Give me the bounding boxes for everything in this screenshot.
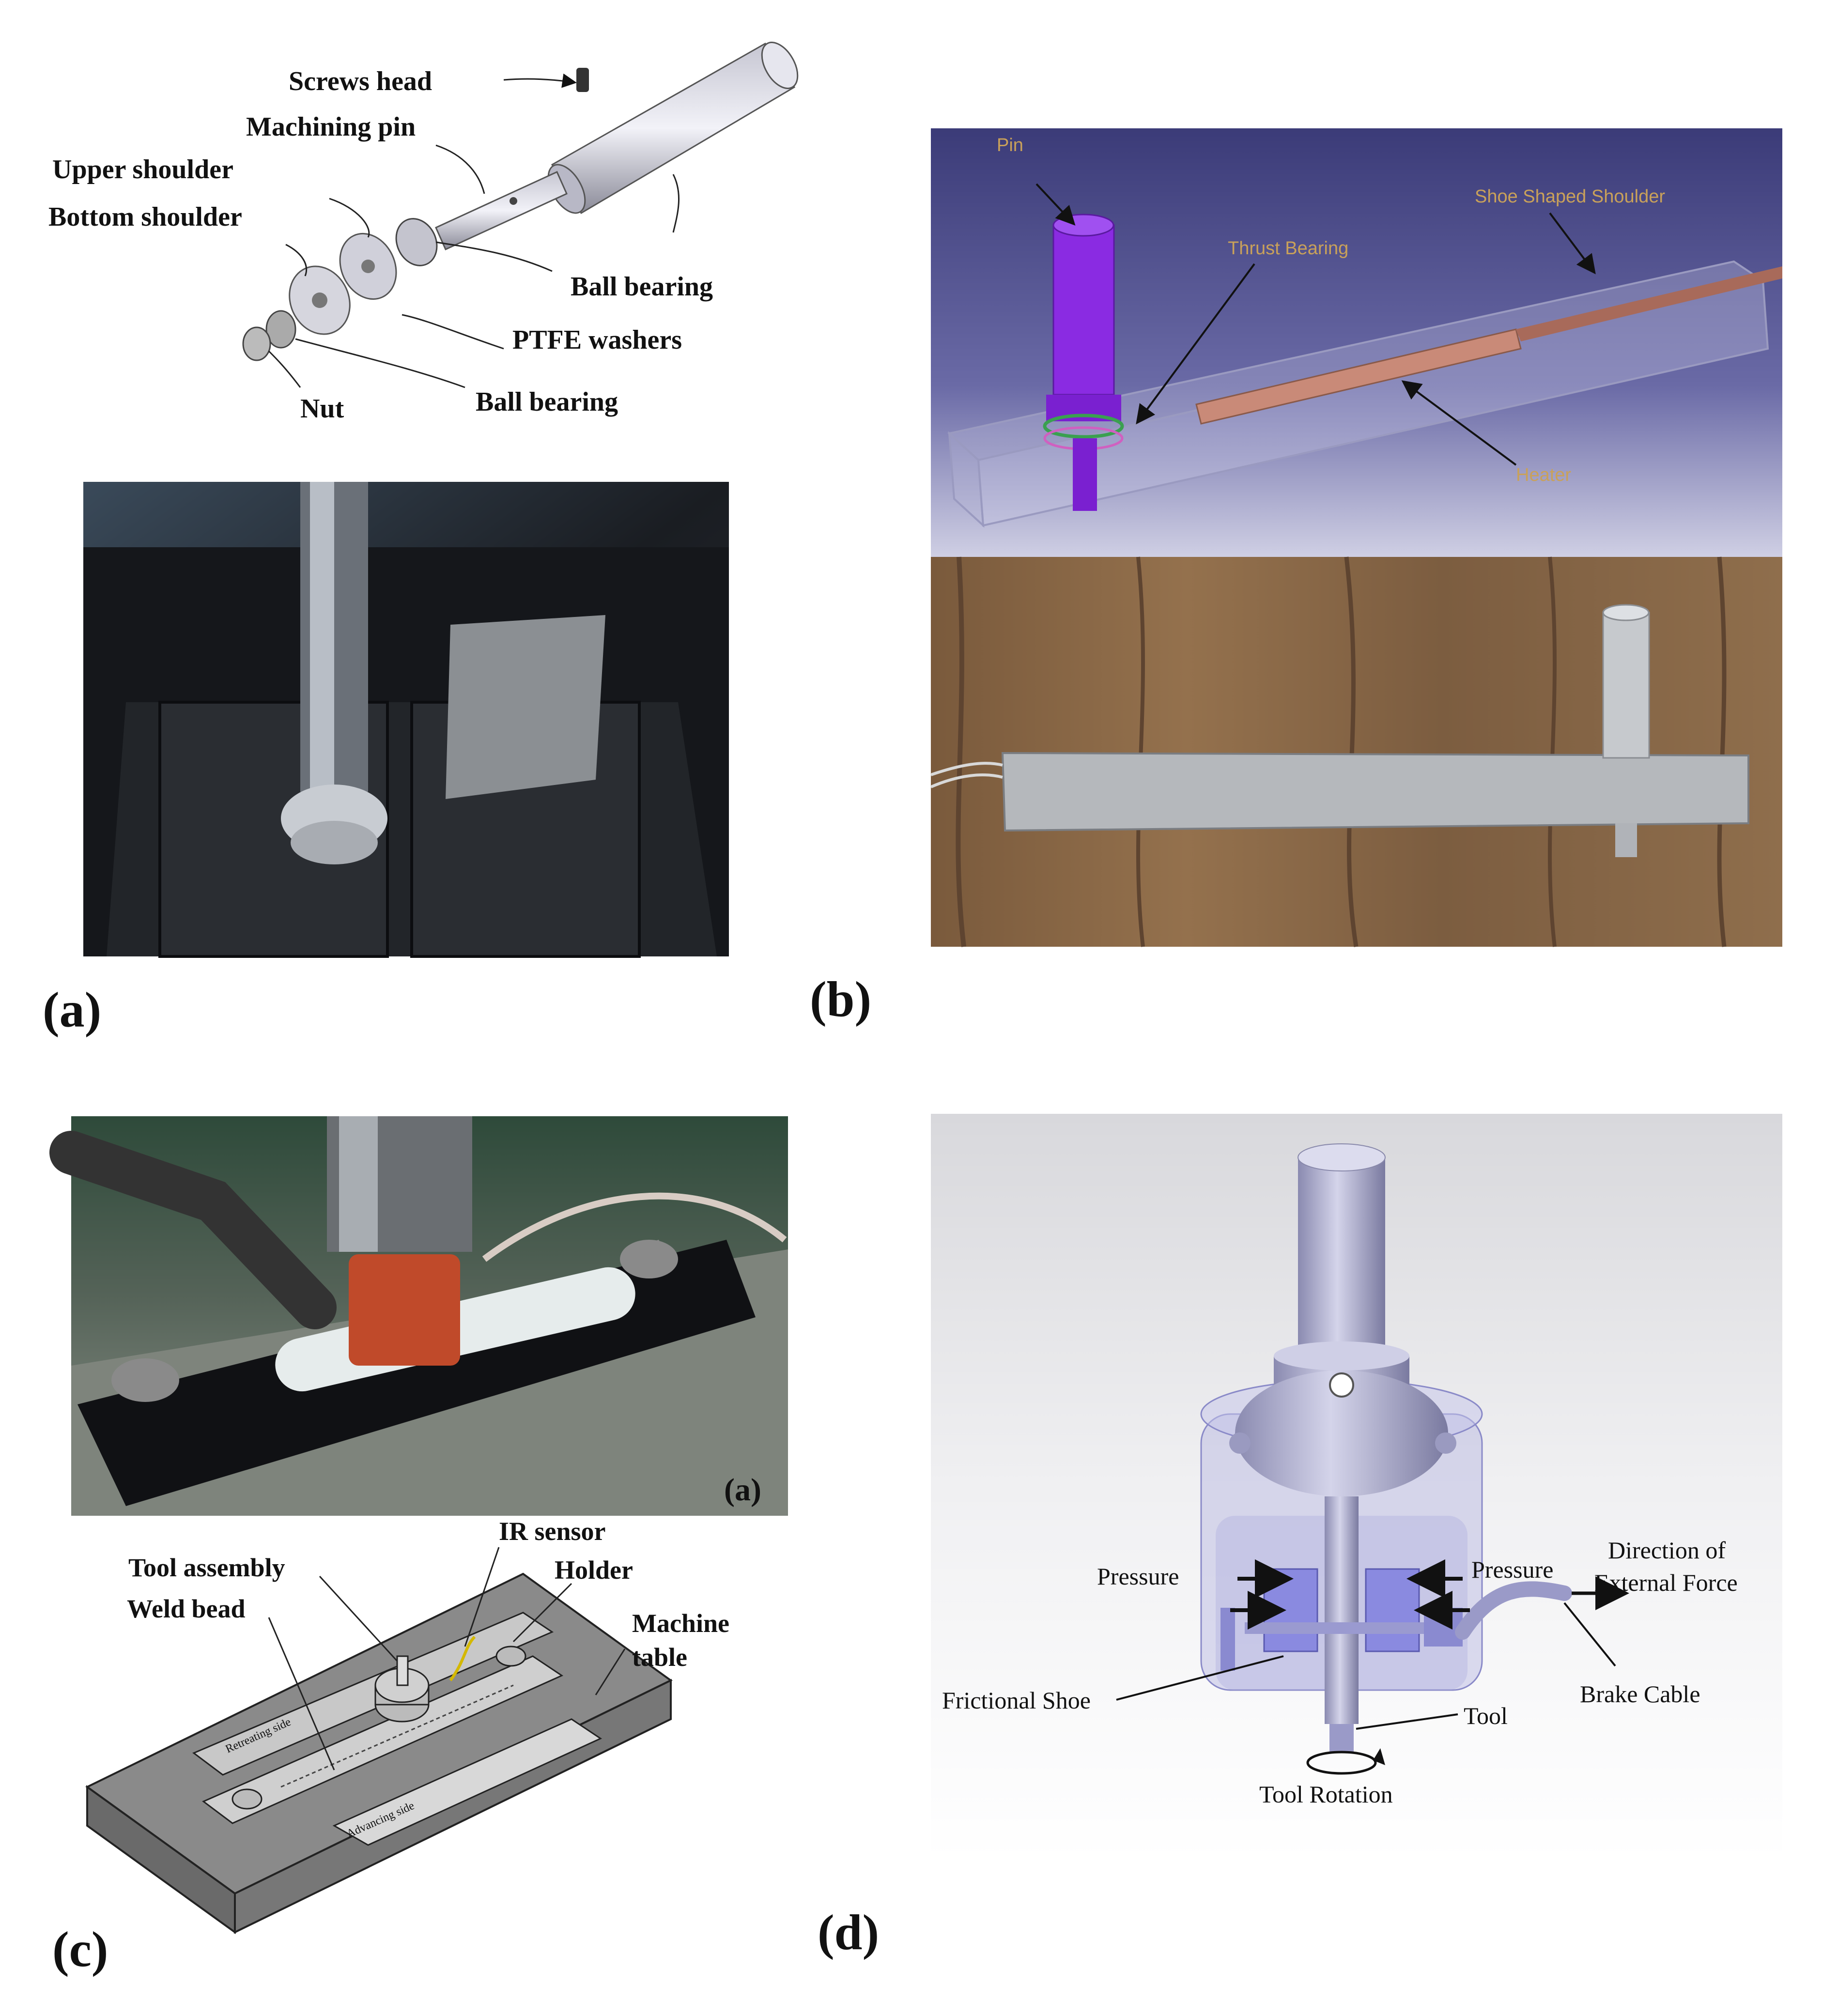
panel-letter-d: (d) [818, 1905, 879, 1960]
shoe-shoulder-photo [930, 556, 1782, 947]
label-thrust-bearing: Thrust Bearing [1228, 238, 1348, 259]
label-table: table [632, 1643, 687, 1672]
cad-shoe-shoulder-image [931, 128, 1782, 557]
exploded-tool-drawing [242, 42, 799, 388]
panel-letter-a: (a) [43, 982, 101, 1038]
label-weld-bead: Weld bead [127, 1594, 246, 1623]
panel-c: (a) IR sensor Tool assembly Holder [49, 1116, 788, 1977]
label-ball-bearing-upper: Ball bearing [571, 272, 713, 302]
label-pin: Pin [997, 135, 1023, 155]
label-direction-of: Direction of [1608, 1537, 1726, 1564]
panel-b: Pin Shoe Shaped Shoulder Thrust Bearing … [810, 128, 1782, 1027]
machine-table-drawing [85, 1547, 673, 1934]
label-screws-head: Screws head [289, 66, 432, 96]
welding-setup-photo [49, 1116, 788, 1516]
label-frictional-shoe: Frictional Shoe [942, 1687, 1091, 1714]
label-heater: Heater [1516, 465, 1571, 485]
label-shoe-shaped-shoulder: Shoe Shaped Shoulder [1475, 186, 1665, 207]
label-upper-shoulder: Upper shoulder [52, 154, 233, 185]
label-brake-cable: Brake Cable [1580, 1680, 1700, 1708]
panel-letter-b: (b) [810, 971, 871, 1027]
label-machining-pin: Machining pin [246, 112, 416, 142]
panel-d: Pressure Pressure Direction of External … [818, 1114, 1782, 1960]
fixture-render-image [83, 482, 729, 958]
label-tool: Tool [1464, 1702, 1508, 1729]
label-machine: Machine [632, 1609, 729, 1638]
label-tool-assembly: Tool assembly [128, 1553, 285, 1582]
label-bottom-shoulder: Bottom shoulder [48, 202, 242, 232]
label-ir-sensor: IR sensor [499, 1517, 606, 1546]
panel-letter-c: (c) [52, 1922, 108, 1977]
label-pressure-left: Pressure [1097, 1563, 1179, 1590]
label-holder: Holder [555, 1555, 633, 1585]
panel-a: Screws head Machining pin Upper shoulder… [43, 42, 799, 1038]
photo-tag-a: (a) [724, 1472, 761, 1508]
label-nut: Nut [300, 394, 344, 424]
label-ball-bearing-lower: Ball bearing [476, 387, 618, 417]
label-ptfe-washers: PTFE washers [512, 325, 682, 355]
label-pressure-right: Pressure [1471, 1556, 1553, 1583]
label-tool-rotation: Tool Rotation [1259, 1781, 1393, 1808]
brake-tool-render [1116, 1143, 1629, 1775]
label-external-force: External Force [1594, 1569, 1738, 1596]
